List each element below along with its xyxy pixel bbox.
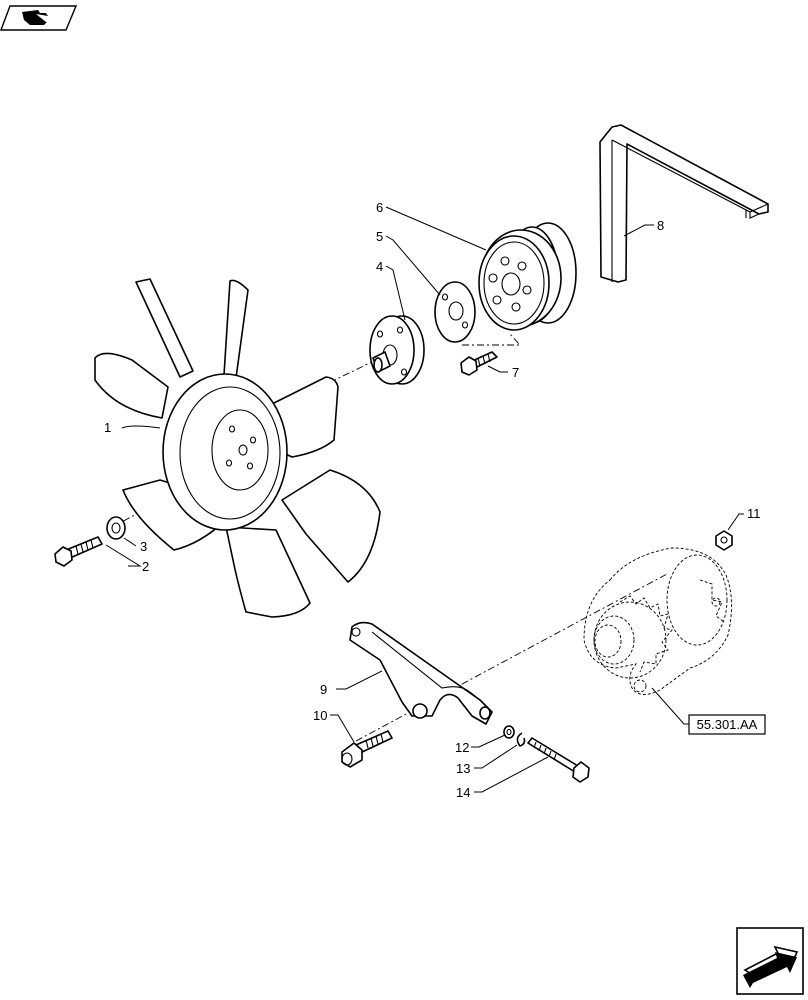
callout-11[interactable]: 11 xyxy=(747,506,761,521)
pulley[interactable] xyxy=(478,222,577,331)
long-bolt[interactable] xyxy=(527,737,590,783)
cooling-fan[interactable] xyxy=(94,278,381,618)
callout-14[interactable]: 14 xyxy=(456,785,470,800)
callout-8[interactable]: 8 xyxy=(657,218,664,233)
callout-1[interactable]: 1 xyxy=(104,420,111,435)
callout-12[interactable]: 12 xyxy=(455,740,469,755)
fan-hub[interactable] xyxy=(369,315,425,385)
leader-lines xyxy=(105,206,744,793)
alternator-reference-link[interactable]: 55.301.AA xyxy=(688,714,766,735)
lock-washer[interactable] xyxy=(516,732,526,747)
alternator-bracket[interactable] xyxy=(349,621,493,725)
alternator-reference[interactable] xyxy=(583,547,732,695)
callout-3[interactable]: 3 xyxy=(140,539,147,554)
v-belt[interactable] xyxy=(599,124,769,283)
callout-13[interactable]: 13 xyxy=(456,761,470,776)
alternator-reference-label: 55.301.AA xyxy=(697,717,758,732)
callout-4[interactable]: 4 xyxy=(376,259,383,274)
callout-7[interactable]: 7 xyxy=(512,365,519,380)
pulley-bolt[interactable] xyxy=(460,351,498,376)
bracket-bolt[interactable] xyxy=(341,730,393,768)
callout-5[interactable]: 5 xyxy=(376,229,383,244)
callout-10[interactable]: 10 xyxy=(313,708,327,723)
fan-washer[interactable] xyxy=(106,516,126,540)
next-page-arrow-icon[interactable] xyxy=(736,927,804,995)
washer[interactable] xyxy=(503,725,515,739)
callout-9[interactable]: 9 xyxy=(320,682,327,697)
callout-2[interactable]: 2 xyxy=(142,559,149,574)
alternator-nut[interactable] xyxy=(715,530,733,551)
book-arrow-icon[interactable] xyxy=(0,5,78,31)
fan-bolt[interactable] xyxy=(54,536,103,567)
callout-6[interactable]: 6 xyxy=(376,200,383,215)
callout-labels: 1 2 3 4 5 6 7 8 9 10 11 12 13 14 xyxy=(104,200,761,800)
spacer[interactable] xyxy=(434,281,476,343)
